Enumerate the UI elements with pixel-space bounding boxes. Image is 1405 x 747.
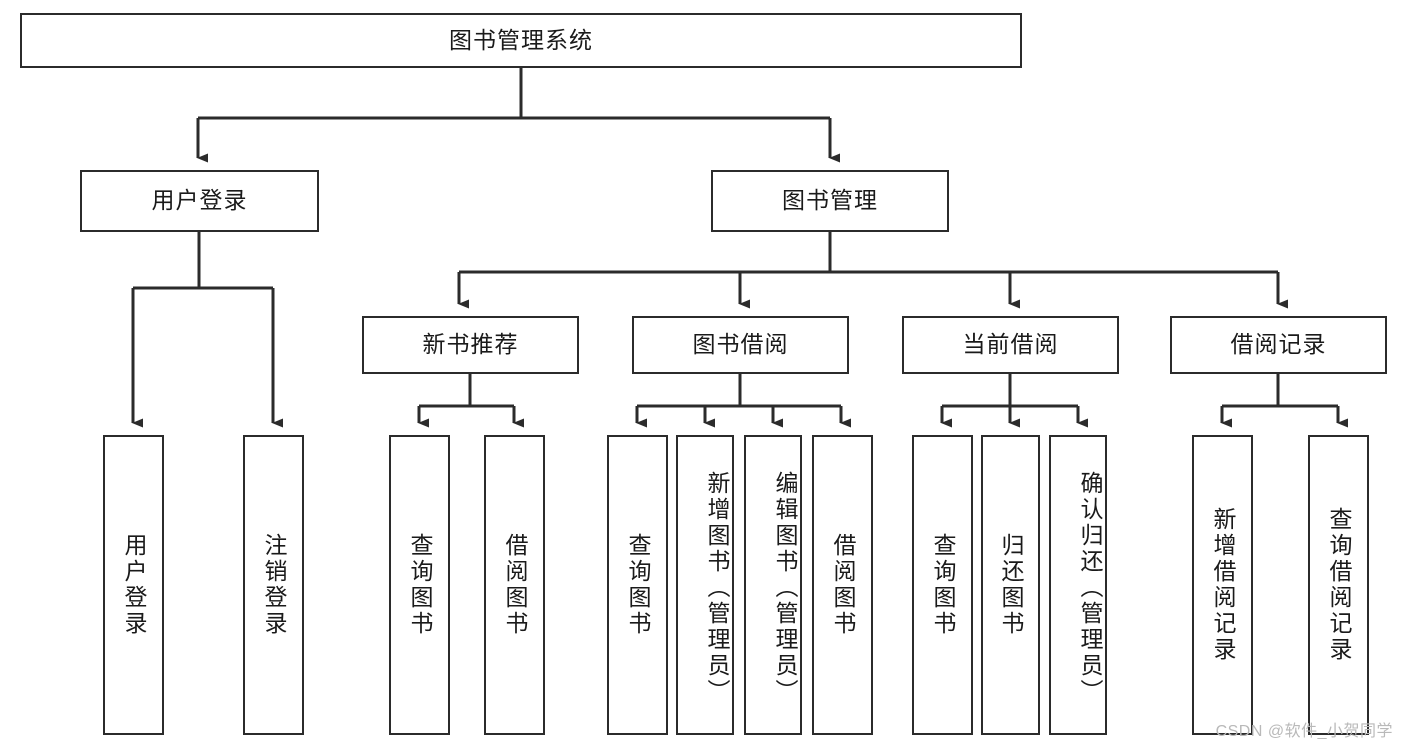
leaf-logout[interactable]: 注销登录 [243,435,304,735]
node-current-borrow[interactable]: 当前借阅 [902,316,1119,374]
leaf-query-book-borrow[interactable]: 查询图书 [607,435,668,735]
node-root-system[interactable]: 图书管理系统 [20,13,1022,68]
leaf-add-book-admin[interactable]: 新增图书（管理员） [676,435,734,735]
node-user-login[interactable]: 用户登录 [80,170,319,232]
node-borrow-record[interactable]: 借阅记录 [1170,316,1387,374]
csdn-watermark: CSDN @软件_小贺同学 [1215,723,1393,740]
leaf-query-book-recommend[interactable]: 查询图书 [389,435,450,735]
leaf-add-borrow-record[interactable]: 新增借阅记录 [1192,435,1253,735]
leaf-query-borrow-record[interactable]: 查询借阅记录 [1308,435,1369,735]
node-new-book-recommend[interactable]: 新书推荐 [362,316,579,374]
node-book-management[interactable]: 图书管理 [711,170,949,232]
leaf-return-book[interactable]: 归还图书 [981,435,1040,735]
leaf-edit-book-admin[interactable]: 编辑图书（管理员） [744,435,802,735]
node-book-borrow[interactable]: 图书借阅 [632,316,849,374]
leaf-query-book-current[interactable]: 查询图书 [912,435,973,735]
leaf-borrow-book-recommend[interactable]: 借阅图书 [484,435,545,735]
leaf-borrow-book[interactable]: 借阅图书 [812,435,873,735]
leaf-user-login[interactable]: 用户登录 [103,435,164,735]
leaf-confirm-return-admin[interactable]: 确认归还（管理员） [1049,435,1107,735]
